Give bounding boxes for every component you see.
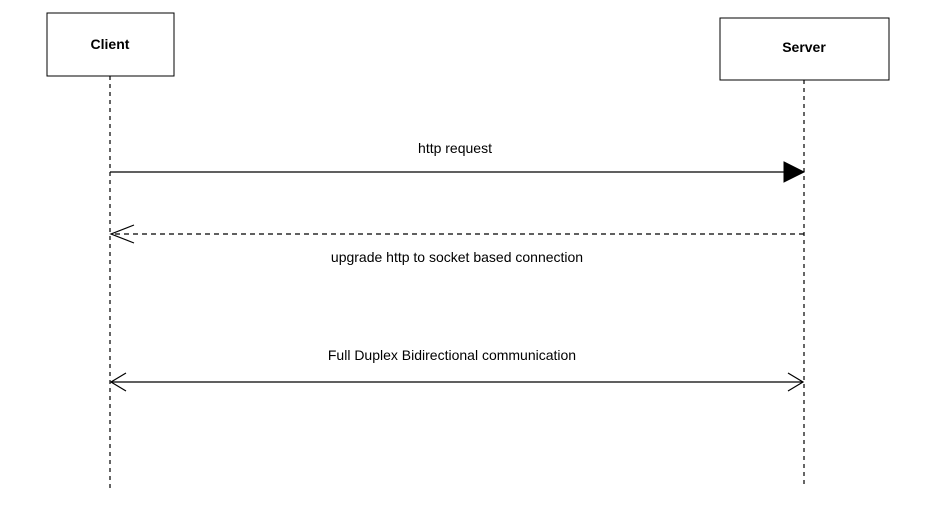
client-label: Client bbox=[91, 36, 130, 52]
message-upgrade-reply: upgrade http to socket based connection bbox=[109, 224, 804, 265]
client-box bbox=[46, 12, 175, 77]
server-participant: Server bbox=[719, 17, 890, 488]
open-arrowhead bbox=[109, 224, 135, 244]
server-label: Server bbox=[782, 39, 826, 55]
open-arrowhead-right bbox=[787, 372, 805, 392]
message-http-request: http request bbox=[110, 140, 806, 183]
client-participant: Client bbox=[46, 12, 175, 488]
message-label: upgrade http to socket based connection bbox=[331, 249, 583, 265]
message-full-duplex: Full Duplex Bidirectional communication bbox=[109, 347, 805, 392]
message-label: Full Duplex Bidirectional communication bbox=[328, 347, 576, 363]
open-arrowhead-left bbox=[109, 372, 127, 392]
filled-arrowhead bbox=[783, 161, 806, 183]
message-label: http request bbox=[418, 140, 492, 156]
server-box bbox=[719, 17, 890, 81]
